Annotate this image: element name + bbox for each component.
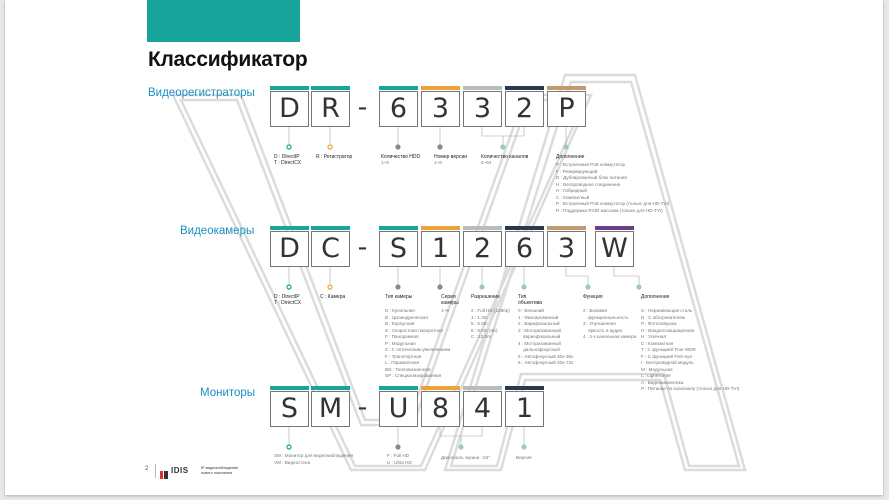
label-camera-function: Функция: [583, 294, 603, 300]
code-box: 6: [505, 226, 544, 267]
idis-logo-icon: [160, 466, 168, 479]
classifier-page: Классификатор Видеорегистраторы D R - 6 …: [5, 0, 883, 495]
label-camera-extra-values: S : Нержавеющая сталь N : С обогревателе…: [641, 308, 740, 391]
label-recorder-version-values: 1~9: [434, 160, 442, 165]
label-monitor-resolution: F : Full HD U : Ultra HD: [387, 453, 412, 465]
label-recorder-type: D : DirectIP T : DirectCX: [274, 154, 302, 166]
code-box: S: [379, 226, 418, 267]
label-camera-lens-values: 0 : Внешний 1 : Фиксированный 2 : Варифо…: [518, 308, 574, 365]
code-box: 3: [463, 86, 502, 127]
logo-text: IDIS: [171, 466, 189, 475]
code-box: 8: [421, 386, 460, 427]
footer-divider: [155, 464, 156, 478]
page-number: 2: [145, 466, 149, 472]
label-recorder-hdd: Количество HDD: [381, 154, 421, 160]
code-box: 4: [463, 386, 502, 427]
code-box: D: [270, 86, 309, 127]
code-box: 3: [547, 226, 586, 267]
code-box: C: [311, 226, 350, 267]
label-camera-type: D : DirectIP T : DirectCX: [274, 294, 302, 306]
label-monitor-type: SM : Монитор для видеонаблюдения VM : Ви…: [274, 453, 353, 465]
label-camera-extra: Дополнение: [641, 294, 670, 300]
section-heading-monitors: Мониторы: [200, 387, 256, 399]
code-box: M: [311, 386, 350, 427]
label-camera-series: Серия камеры: [441, 294, 459, 306]
label-camera-type-values: D : Купольная B : Цилиндрическая B : Кор…: [385, 308, 451, 378]
header-accent-bar: [147, 0, 300, 42]
label-recorder-r: R : Регистратор: [316, 154, 353, 160]
logo-tagline: IP-видеонаблюдение нового поколения: [201, 466, 239, 475]
label-recorder-extra-values: P : Встроенный PoE коммутатор F : Резерв…: [556, 162, 670, 213]
label-recorder-extra: Дополнение: [556, 154, 585, 160]
code-box: 1: [421, 226, 460, 267]
section-heading-cameras: Видеокамеры: [180, 225, 255, 237]
label-camera-function-values: 2 : Базовая функциональность 3 : Улучшен…: [583, 308, 637, 339]
label-camera-resolution: Разрешение: [471, 294, 500, 300]
code-box: U: [379, 386, 418, 427]
code-box: S: [270, 386, 309, 427]
code-dash: -: [357, 92, 368, 123]
label-camera-type-kind: Тип камеры: [385, 294, 413, 300]
code-box: W: [595, 226, 634, 267]
label-recorder-channels: Количество каналов: [481, 154, 529, 160]
code-dash: -: [357, 392, 368, 423]
code-box: 3: [421, 86, 460, 127]
code-box: 1: [505, 386, 544, 427]
label-monitor-diagonal: Диагональ экрана : 84": [441, 455, 490, 460]
code-box: R: [311, 86, 350, 127]
code-box: 2: [505, 86, 544, 127]
section-heading-recorders: Видеорегистраторы: [148, 87, 255, 99]
label-monitor-version: Версия: [516, 455, 532, 460]
label-recorder-channels-values: 4~64: [481, 160, 492, 165]
label-camera-c: C : Камера: [320, 294, 346, 300]
label-recorder-hdd-values: 1~9: [381, 160, 389, 165]
label-recorder-version: Номер версии: [434, 154, 468, 160]
code-box: 2: [463, 226, 502, 267]
code-box: 6: [379, 86, 418, 127]
code-dash: -: [357, 232, 368, 263]
label-camera-lens: Тип объектива: [518, 294, 543, 306]
code-box: P: [547, 86, 586, 127]
label-camera-series-values: 1~9: [441, 308, 449, 313]
code-box: D: [270, 226, 309, 267]
label-camera-resolution-values: 2 : Full HD (1080p) 1 : 1.3m 5 : 5.0m 8 …: [471, 308, 510, 339]
page-title: Классификатор: [148, 48, 308, 71]
